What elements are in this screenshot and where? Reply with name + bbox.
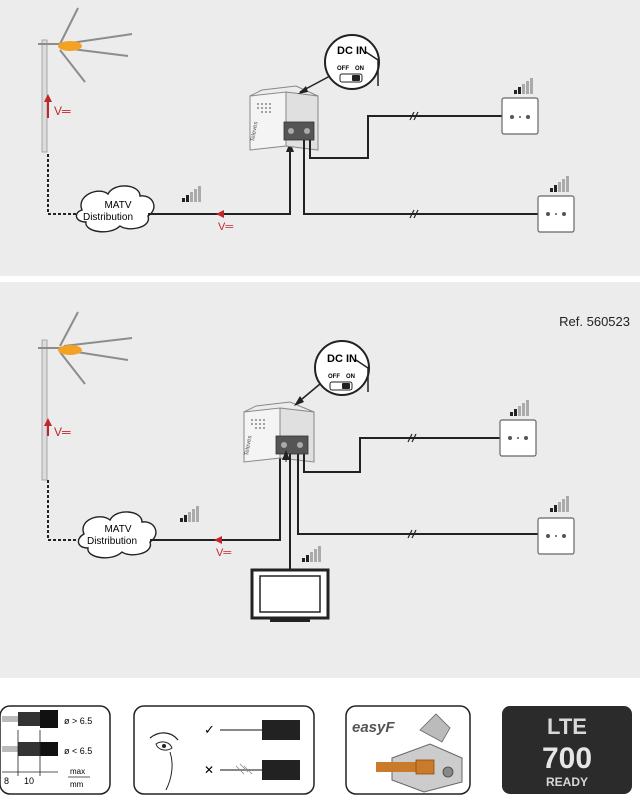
voltage-label: V═: [54, 104, 71, 118]
matv-label-line2: Distribution: [83, 212, 133, 223]
cable-diam-small-label: ø < 6.5: [64, 746, 92, 756]
cable-output-2: [303, 140, 538, 215]
reference-number: Ref. 560523: [559, 314, 630, 329]
dc-switch-knob: [352, 75, 360, 81]
lte-700-label: 700: [542, 742, 592, 775]
easyf-connector-diagram: easyF: [345, 705, 471, 795]
diagram-panel-top: V═ MATV Distribution V═: [0, 0, 640, 276]
voltage-label: V═: [54, 425, 71, 439]
signal-strength-icon: [180, 506, 199, 522]
dim-mm-label: mm: [70, 780, 84, 789]
signal-strength-icon-outlet-2: [550, 176, 569, 192]
cable-output-2: [297, 454, 538, 535]
eye-icon: [149, 732, 179, 741]
dim-8-label: 8: [4, 776, 9, 786]
voltage-arrow-left: [216, 210, 224, 218]
cable-break-marks: [407, 433, 417, 539]
amplifier-device: Televes: [243, 401, 315, 463]
antenna-amplifier-icon: [58, 345, 82, 355]
wall-outlet-2: [537, 517, 575, 555]
cross-icon: ✕: [204, 763, 214, 777]
matv-distribution-cloud: MATV Distribution: [77, 511, 157, 559]
lte-700-ready-badge: LTE 700 READY: [502, 706, 632, 794]
voltage-arrowhead-up: [44, 94, 52, 102]
cable-matv-to-amplifier: [150, 450, 281, 541]
signal-strength-icon: [182, 186, 201, 202]
switch-on-label: ON: [355, 66, 364, 72]
antenna-amplifier-icon: [58, 41, 82, 51]
brand-label: Televes: [250, 121, 259, 142]
cable-break-marks: [409, 111, 419, 219]
good-cable-icon: [262, 720, 300, 740]
signal-strength-icon-outlet-1: [514, 78, 533, 94]
switch-off-label: OFF: [328, 374, 340, 380]
dc-in-label: DC IN: [337, 45, 367, 57]
matv-label-line2: Distribution: [87, 536, 137, 547]
wall-outlet-1: [501, 97, 539, 135]
amplifier-device: Televes: [249, 85, 319, 151]
matv-label-line1: MATV: [104, 200, 131, 211]
brand-label: Televes: [244, 435, 253, 456]
signal-strength-icon-outlet-2: [550, 496, 569, 512]
voltage-arrowhead-up: [44, 418, 52, 426]
cable-inspection-diagram: ✓ ✕: [133, 705, 315, 795]
cable-arrowhead-tv: [282, 450, 290, 460]
dim-10-label: 10: [24, 776, 34, 786]
switch-off-label: OFF: [337, 66, 349, 72]
dc-in-callout: DC IN OFF ON: [314, 340, 370, 396]
diagram-panel-bottom: Ref. 560523 V═ MATV Distribution: [0, 282, 640, 678]
cable-matv-to-amplifier: [148, 148, 291, 215]
cable-mast-to-matv: [47, 480, 80, 541]
footer-svg: ø > 6.5 ø < 6.5 8 10 max mm ✓ ✕: [0, 705, 632, 795]
antenna-mast: [41, 339, 48, 481]
voltage-label-cable: V═: [218, 221, 233, 233]
wall-outlet-2: [537, 195, 575, 233]
callout-arrowhead: [294, 396, 304, 406]
cable-core-icon: [376, 762, 416, 772]
tv-icon: [250, 568, 330, 622]
matv-label-line1: MATV: [104, 524, 131, 535]
bad-cable-icon: [262, 760, 300, 780]
voltage-arrow-left: [214, 536, 222, 544]
footer-icons: ø > 6.5 ø < 6.5 8 10 max mm ✓ ✕: [0, 700, 640, 800]
lte-label: LTE: [547, 714, 587, 739]
diagram-top-svg: V═ MATV Distribution V═: [38, 7, 575, 233]
dc-in-label: DC IN: [327, 353, 357, 365]
cable-diam-large-label: ø > 6.5: [64, 716, 92, 726]
antenna-icon: [38, 311, 133, 385]
diagram-bottom-svg: V═ MATV Distribution V═ Tel: [38, 311, 575, 622]
cable-mast-to-matv: [47, 154, 80, 215]
easyf-label: easyF: [352, 719, 395, 736]
antenna-icon: [38, 7, 133, 83]
dim-max-label: max: [70, 767, 85, 776]
switch-on-label: ON: [346, 374, 355, 380]
dc-switch-knob: [342, 383, 350, 389]
hand-tool-icon: [419, 713, 451, 743]
check-icon: ✓: [204, 722, 215, 737]
wall-outlet-1: [499, 419, 537, 457]
callout-arrowhead: [298, 86, 308, 94]
dc-in-callout: DC IN OFF ON: [324, 34, 380, 90]
cable-strip-diagram: ø > 6.5 ø < 6.5 8 10 max mm: [0, 705, 111, 795]
signal-strength-icon-outlet-1: [510, 400, 529, 416]
cable-output-1: [303, 437, 500, 473]
cable-output-1: [309, 115, 502, 159]
lte-ready-label: READY: [546, 775, 588, 789]
signal-strength-icon-tv: [302, 546, 321, 562]
matv-distribution-cloud: MATV Distribution: [75, 185, 155, 233]
voltage-label-cable: V═: [216, 547, 231, 559]
antenna-mast: [41, 39, 48, 153]
